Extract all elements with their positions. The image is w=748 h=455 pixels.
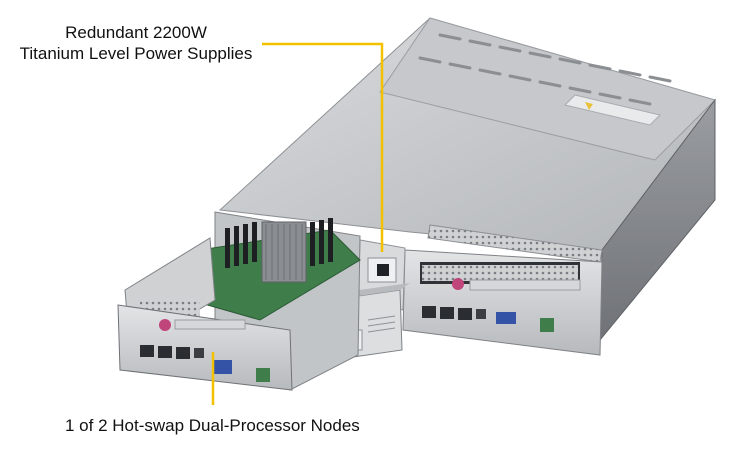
callout-leader-psu xyxy=(262,42,384,252)
node-callout: 1 of 2 Hot-swap Dual-Processor Nodes xyxy=(65,416,360,435)
power-supply-callout: Redundant 2200W Titanium Level Power Sup… xyxy=(5,22,267,64)
server-node-tray xyxy=(117,211,361,391)
server-node-tray xyxy=(402,249,603,356)
chassis-top-cover xyxy=(218,17,716,342)
power-supply-callout-line2: Titanium Level Power Supplies xyxy=(19,44,253,63)
power-supply-callout-line1: Redundant 2200W xyxy=(65,23,207,42)
